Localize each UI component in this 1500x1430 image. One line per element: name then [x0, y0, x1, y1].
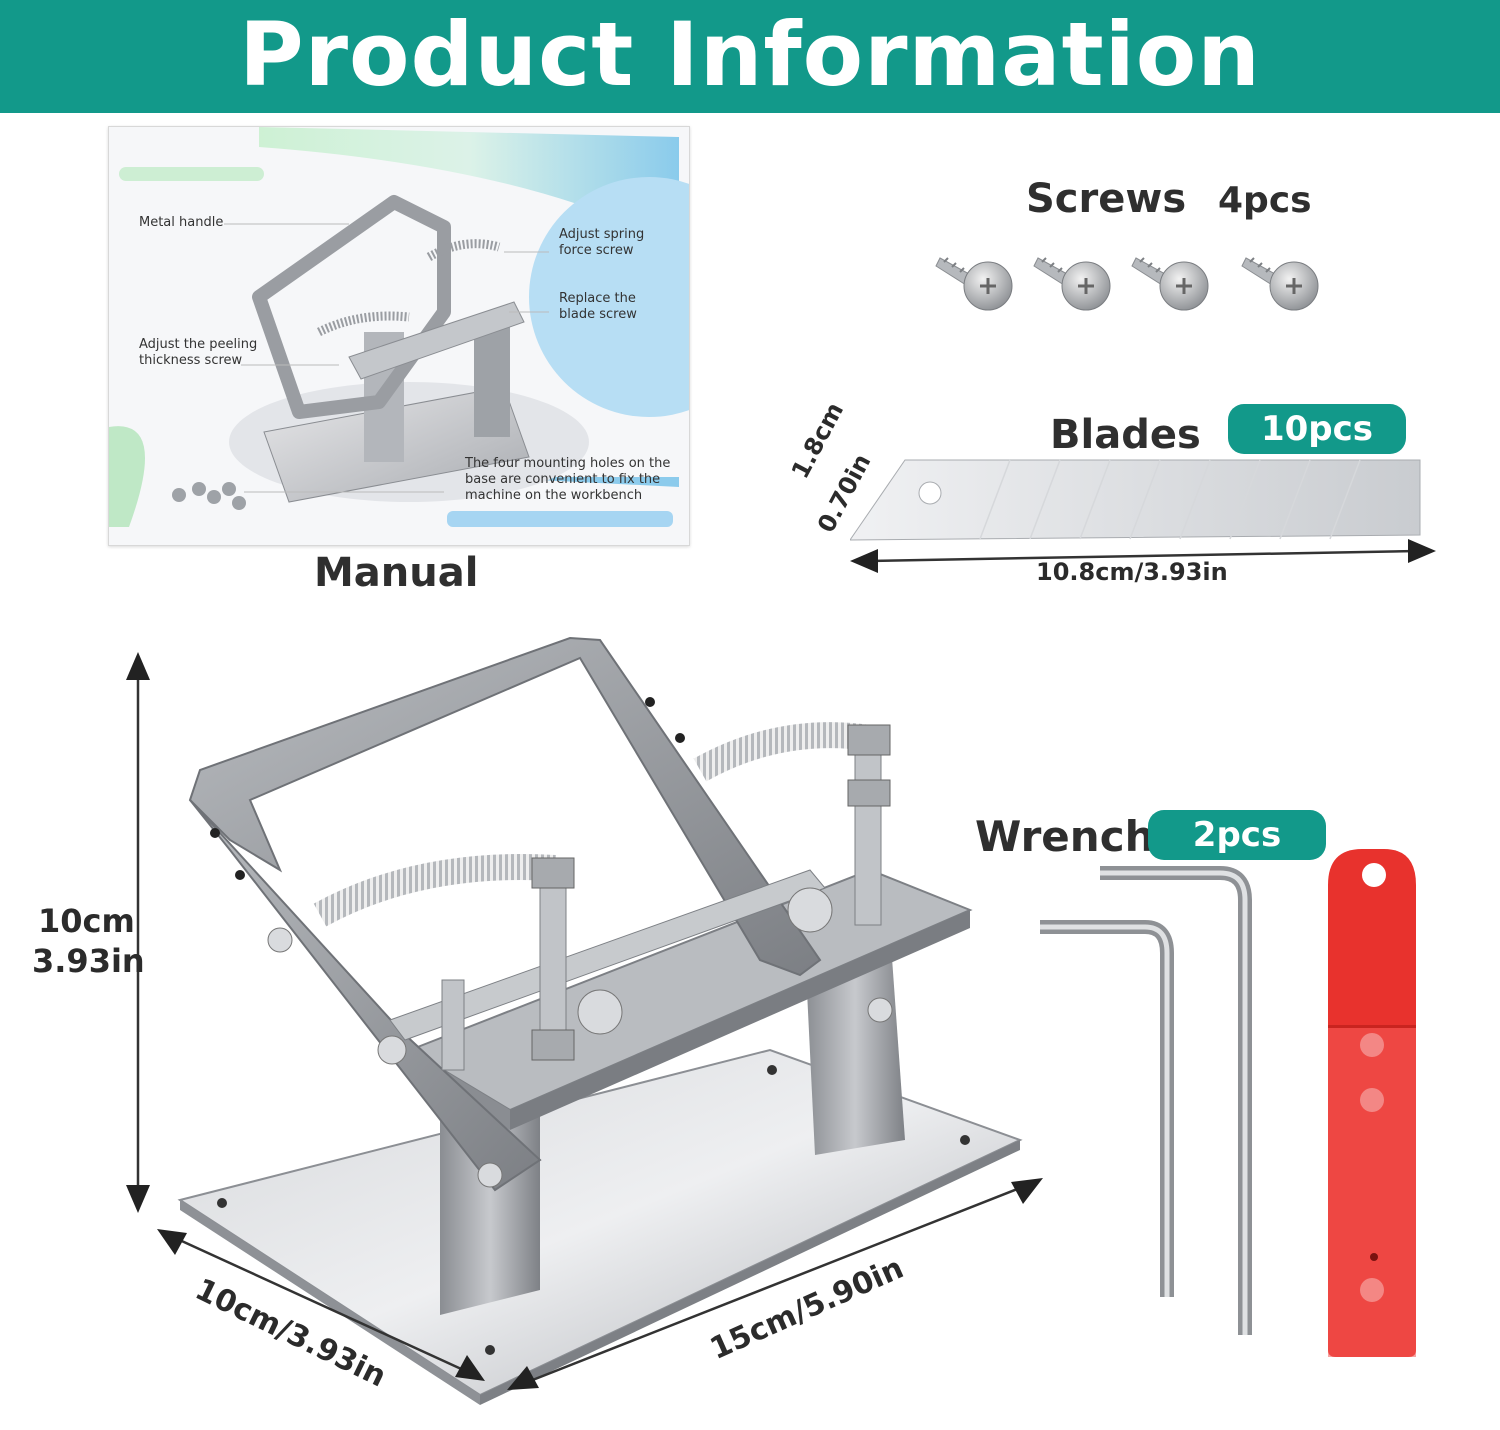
blade-icon — [850, 459, 1421, 541]
callout-peeling-line1: Adjust the peeling — [139, 337, 258, 352]
blades-label: Blades — [1050, 412, 1201, 458]
callout-mounting-line2: base are convenient to fix the — [465, 472, 661, 487]
callout-mounting-line3: machine on the workbench — [465, 488, 643, 503]
blade-length-arrow — [850, 539, 1436, 573]
peeling-machine-image — [177, 636, 1023, 1405]
screws-icon — [935, 256, 1320, 312]
height-arrow — [126, 652, 150, 1213]
wrench-label: Wrench — [975, 812, 1155, 861]
manual-image: Metal handle Adjust spring force screw R… — [108, 126, 690, 546]
callout-blade-line1: Replace the — [559, 291, 636, 306]
callout-peeling-line2: thickness screw — [139, 353, 243, 368]
manual-illustration — [109, 127, 689, 545]
blade-length-label: 10.8cm/3.93in — [1036, 558, 1228, 586]
header-banner — [0, 0, 1500, 113]
callout-metal-handle: Metal handle — [139, 215, 224, 230]
hex-wrenches-icon — [1040, 866, 1252, 1335]
blades-count-badge: 10pcs — [1228, 404, 1406, 454]
screws-count: 4pcs — [1218, 180, 1312, 221]
callout-blade-line2: blade screw — [559, 307, 637, 322]
page-title: Product Information — [239, 3, 1261, 106]
width-arrow — [507, 1178, 1043, 1390]
wrench-count-badge: 2pcs — [1148, 810, 1326, 860]
depth-arrow — [157, 1229, 485, 1381]
callout-spring-line2: force screw — [559, 243, 634, 258]
blade-holder-icon — [1328, 849, 1416, 1357]
manual-caption: Manual — [314, 550, 479, 596]
height-in-label: 3.93in — [32, 942, 145, 980]
screws-label: Screws — [1026, 176, 1187, 222]
callout-mounting-line1: The four mounting holes on the — [465, 456, 671, 471]
callout-spring-line1: Adjust spring — [559, 227, 645, 242]
height-cm-label: 10cm — [38, 902, 135, 940]
